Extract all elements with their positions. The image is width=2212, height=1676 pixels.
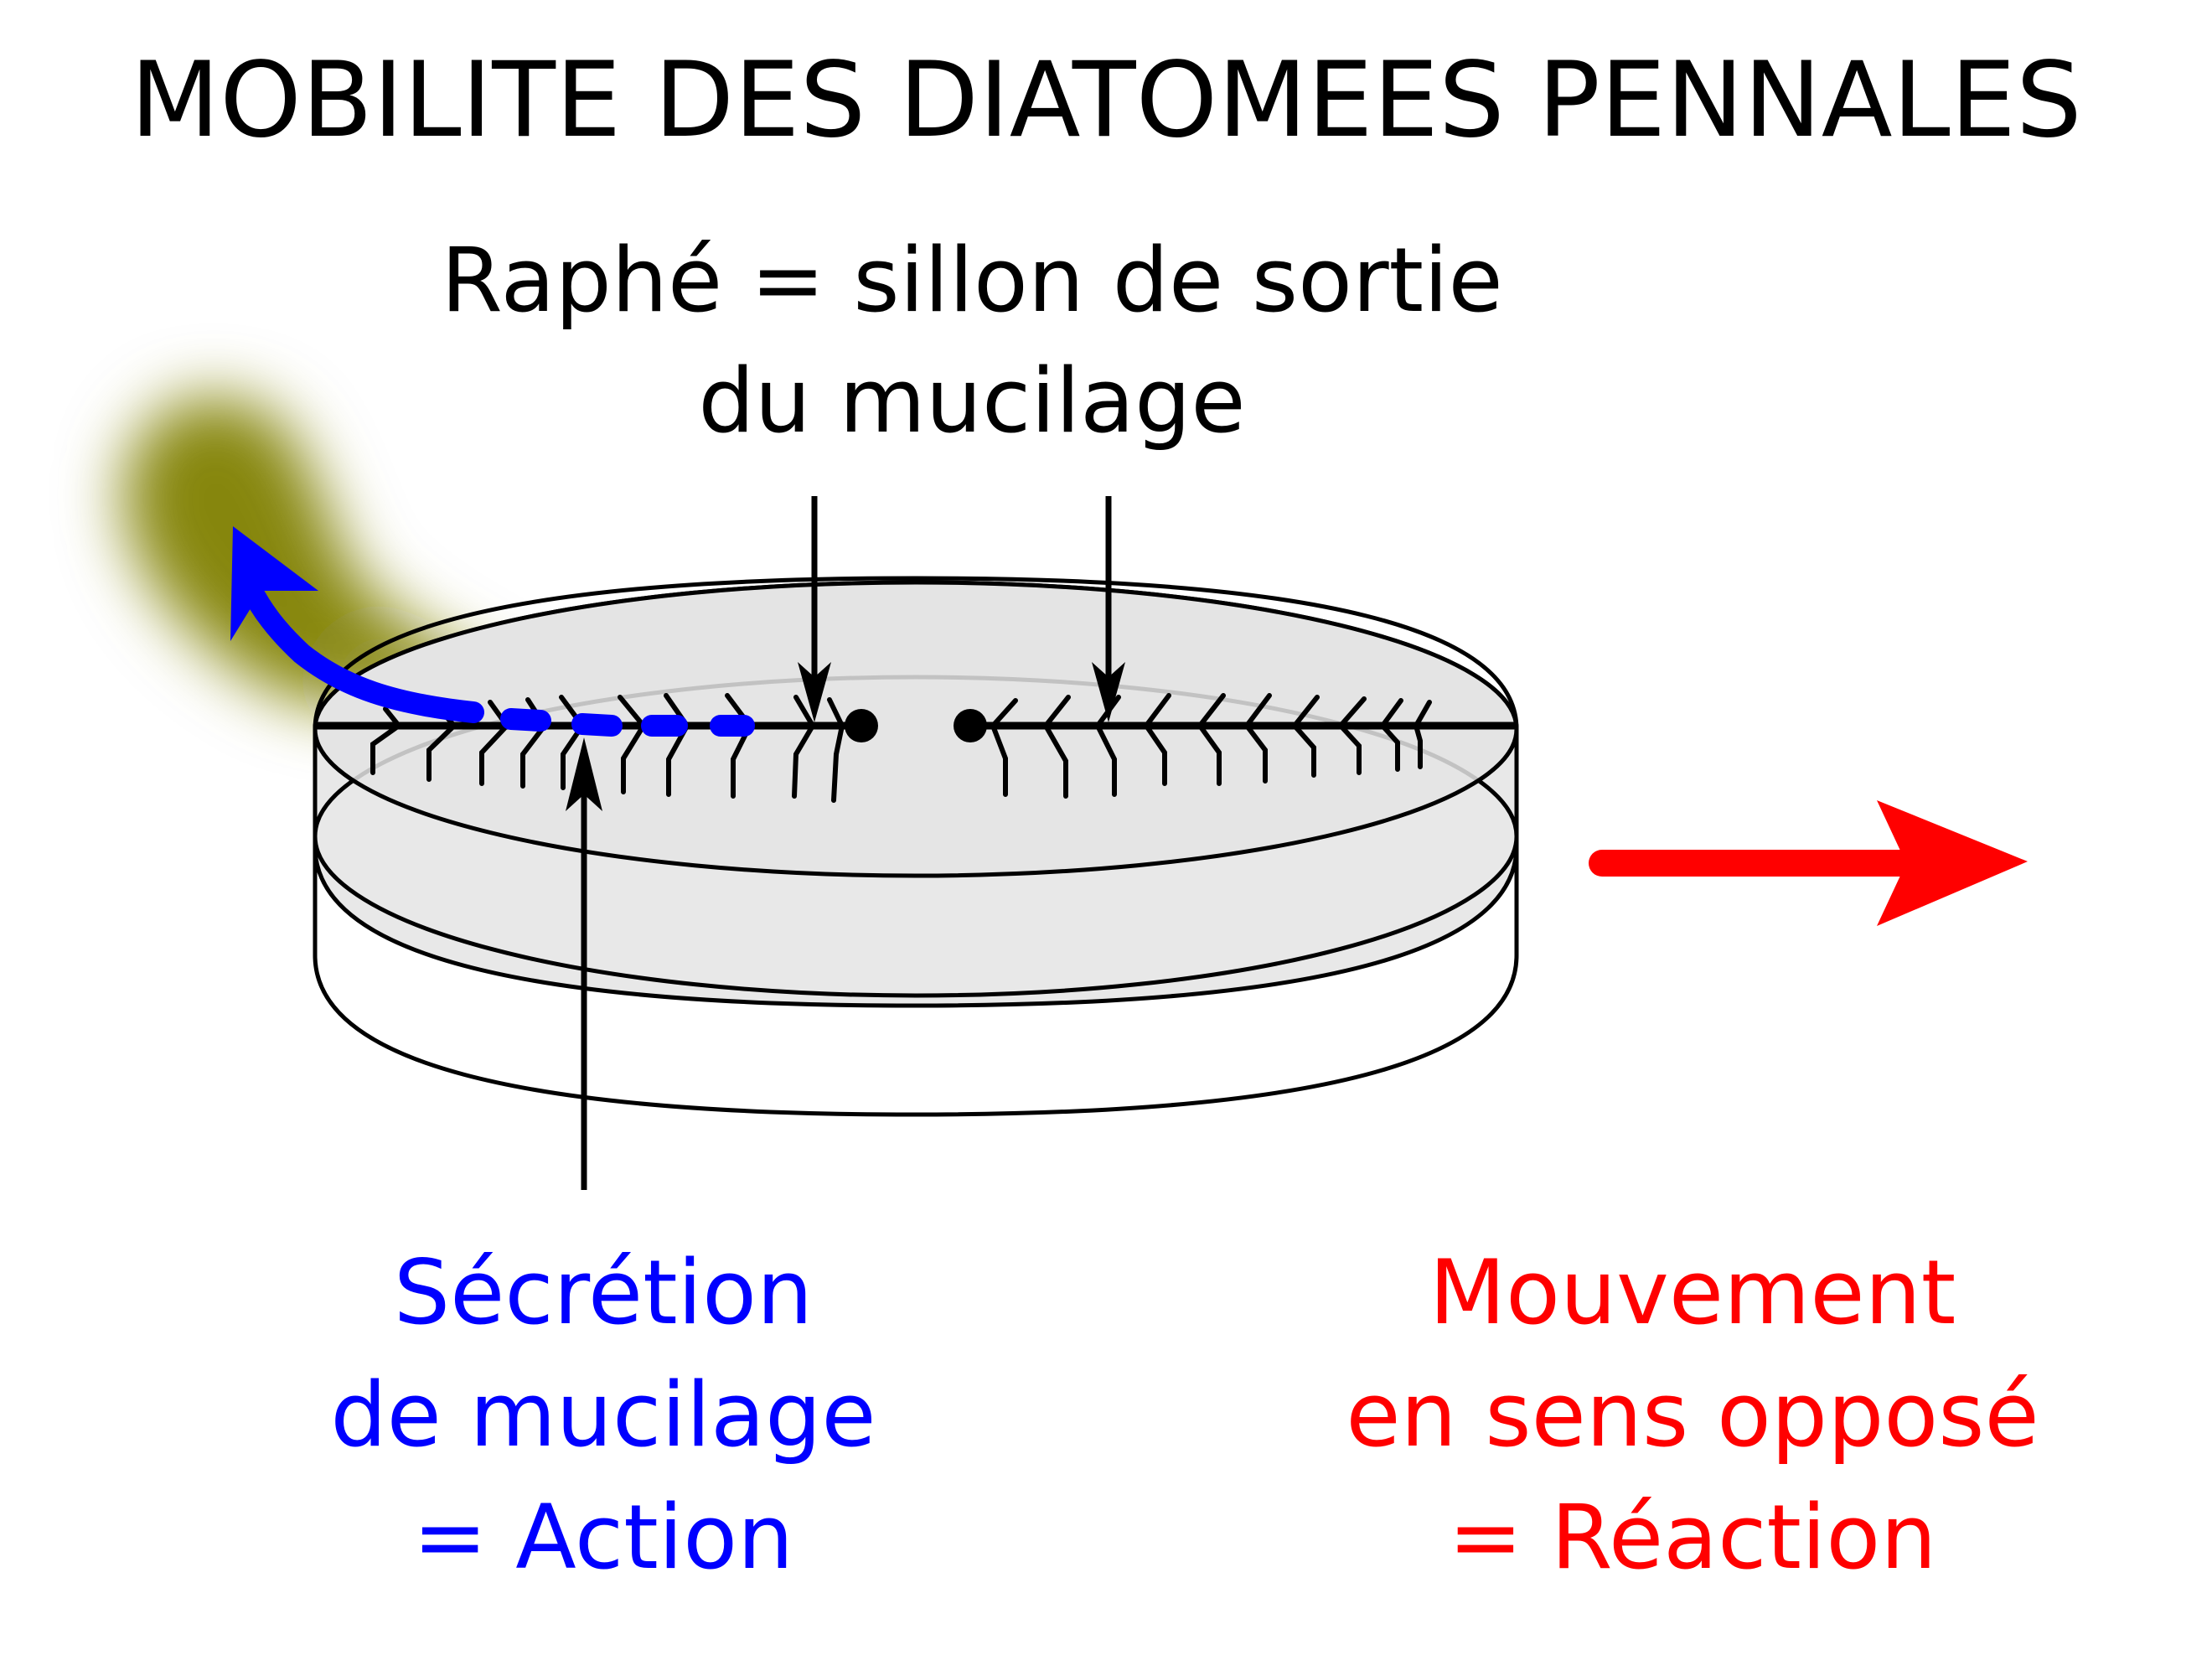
- upper-valve: [313, 576, 1519, 1008]
- mucilage-secretion-dashes: [500, 708, 755, 737]
- secretion-label-line2: de mucilage: [330, 1363, 876, 1466]
- raphe-label-line2: du mucilage: [698, 349, 1246, 453]
- movement-label-line1: Mouvement: [1429, 1241, 1956, 1344]
- mucilage-flow-arrow: [230, 526, 484, 723]
- movement-label-line3: = Réaction: [1448, 1486, 1937, 1589]
- movement-label-line2: en sens opposé: [1346, 1363, 2039, 1466]
- diagram-title: MOBILITE DES DIATOMEES PENNALES: [130, 40, 2082, 161]
- striae-left: [370, 693, 845, 803]
- raphe-pointer-left: [798, 496, 831, 722]
- central-nodule-right: [954, 709, 987, 742]
- raphe-pointer-right: [1092, 496, 1125, 722]
- movement-arrow: [1589, 800, 2028, 926]
- secretion-label-line1: Sécrétion: [393, 1241, 814, 1344]
- secretion-pointer: [566, 737, 602, 1190]
- raphe-label-line1: Raphé = sillon de sortie: [441, 229, 1503, 332]
- central-nodule-left: [845, 709, 878, 742]
- secretion-label-line3: = Action: [412, 1486, 794, 1589]
